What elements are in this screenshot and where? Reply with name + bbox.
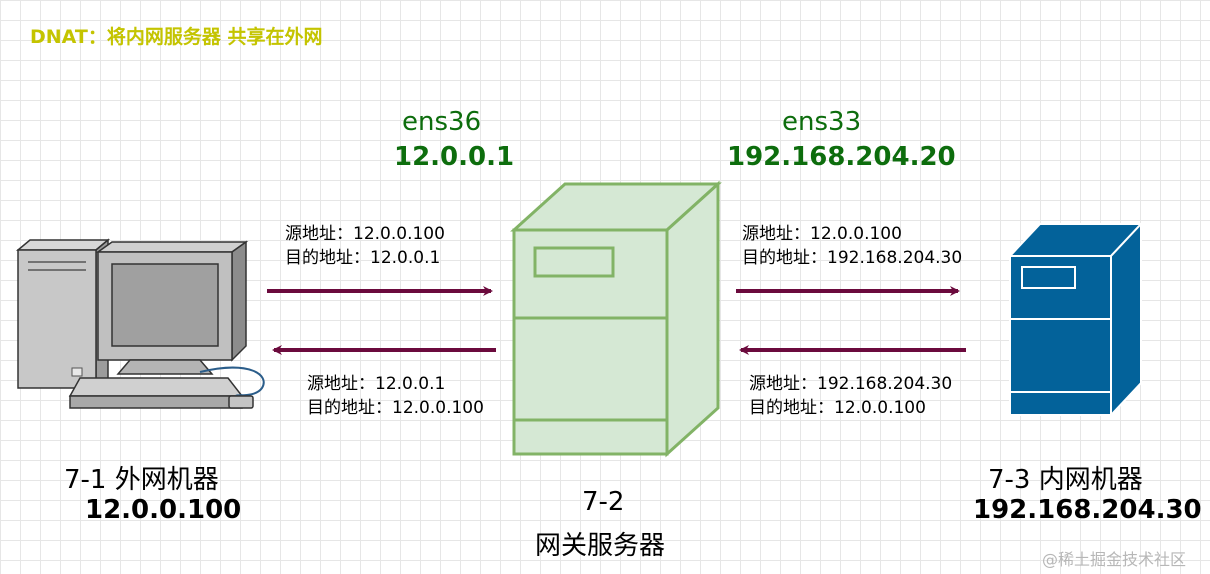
internal-machine-name: 7-3 内网机器 bbox=[988, 465, 1143, 495]
source-address: 源地址：12.0.0.100 bbox=[742, 224, 902, 244]
internal-interface-name: ens33 bbox=[782, 107, 862, 137]
destination-address: 目的地址：192.168.204.30 bbox=[742, 248, 963, 268]
gateway-id: 7-2 bbox=[582, 487, 625, 517]
external-machine-ip: 12.0.0.100 bbox=[85, 495, 242, 525]
watermark: @稀土掘金技术社区 bbox=[1042, 550, 1187, 569]
right-reply-label: 源地址：192.168.204.30 目的地址：12.0.0.100 bbox=[749, 372, 952, 420]
external-machine-name: 7-1 外网机器 bbox=[64, 465, 219, 495]
destination-address: 目的地址：12.0.0.100 bbox=[307, 398, 484, 418]
gateway-name: 网关服务器 bbox=[535, 531, 666, 561]
left-request-label: 源地址：12.0.0.100 目的地址：12.0.0.1 bbox=[285, 222, 445, 270]
desktop-computer-icon bbox=[15, 238, 265, 409]
destination-address: 目的地址：12.0.0.100 bbox=[749, 398, 926, 418]
internal-server-tower-icon bbox=[1007, 221, 1144, 418]
internal-machine-ip: 192.168.204.30 bbox=[973, 495, 1202, 525]
external-interface-ip: 12.0.0.1 bbox=[394, 142, 515, 172]
diagram-title: DNAT：将内网服务器 共享在外网 bbox=[30, 26, 323, 48]
left-reply-label: 源地址：12.0.0.1 目的地址：12.0.0.100 bbox=[307, 372, 484, 420]
external-interface-name: ens36 bbox=[402, 107, 482, 137]
internal-interface-ip: 192.168.204.20 bbox=[727, 142, 956, 172]
right-request-label: 源地址：12.0.0.100 目的地址：192.168.204.30 bbox=[742, 222, 962, 270]
source-address: 源地址：192.168.204.30 bbox=[749, 374, 953, 394]
source-address: 源地址：12.0.0.100 bbox=[285, 224, 445, 244]
destination-address: 目的地址：12.0.0.1 bbox=[285, 248, 441, 268]
source-address: 源地址：12.0.0.1 bbox=[307, 374, 446, 394]
gateway-server-tower-icon bbox=[510, 180, 722, 458]
